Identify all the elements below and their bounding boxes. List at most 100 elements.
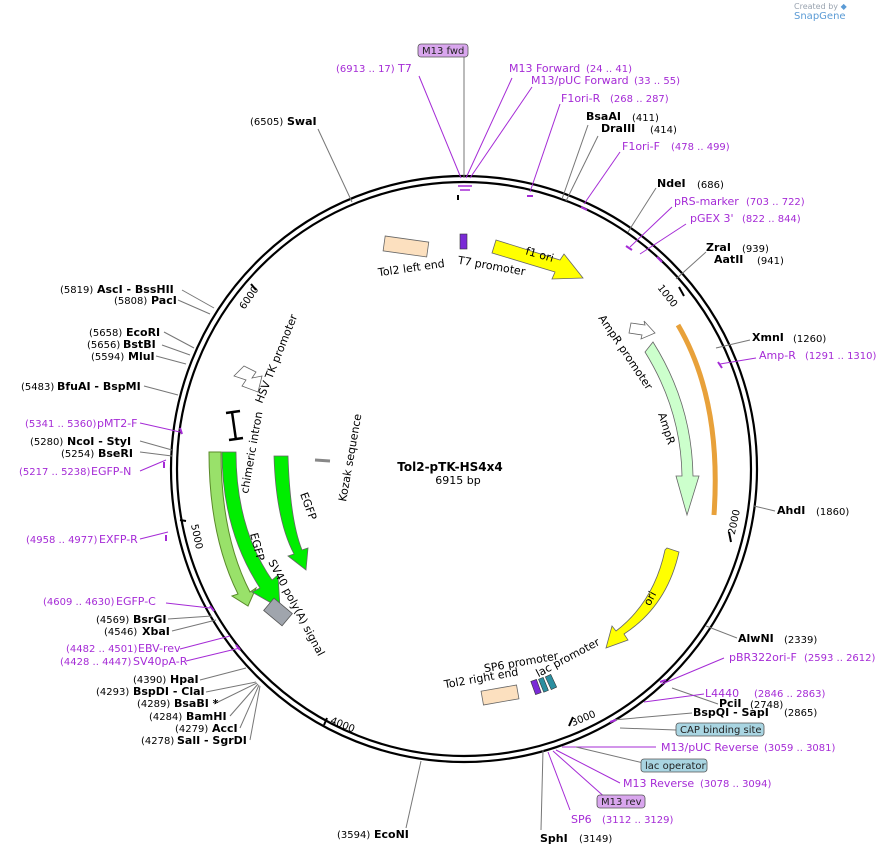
- tick-5000: 5000: [188, 523, 204, 550]
- primer-m13rev-pos: (3078 .. 3094): [700, 779, 772, 790]
- enz-bsaai-name[interactable]: BsaAI: [586, 110, 621, 123]
- enz-ncoi-name[interactable]: NcoI - StyI: [67, 435, 131, 448]
- sv40-polya-block[interactable]: [263, 597, 293, 627]
- tol2-left-end-block[interactable]: [382, 235, 430, 258]
- primer-sp6-name[interactable]: SP6: [571, 813, 592, 826]
- primer-m13rev-name[interactable]: M13 Reverse: [623, 777, 694, 790]
- primer-f1ori-f-name[interactable]: F1ori-F: [622, 140, 660, 153]
- enz-bspdi-pos: (4293): [96, 687, 129, 698]
- ampr-promoter-arrow[interactable]: [628, 320, 656, 340]
- tol2-left-end-label: Tol2 left end: [376, 257, 445, 279]
- primer-l4440-pos: (2846 .. 2863): [754, 689, 826, 700]
- hsv-tk-promoter-arrow[interactable]: [233, 365, 263, 393]
- lac-operator-block[interactable]: [544, 673, 558, 691]
- enz-swai-pos: (6505): [250, 117, 283, 128]
- enz-alwni-name[interactable]: AlwNI: [738, 632, 774, 645]
- cap-binding-block[interactable]: [538, 676, 549, 693]
- cap-binding-site-label: CAP binding site: [680, 725, 762, 736]
- enz-bseri-name[interactable]: BseRI: [98, 447, 133, 460]
- enz-xmni-pos: (1260): [793, 334, 826, 345]
- enz-asci-name[interactable]: AscI - BssHII: [97, 283, 174, 296]
- enz-ecori-name[interactable]: EcoRI: [126, 326, 160, 339]
- primer-ebv-rev-name[interactable]: EBV-rev: [138, 642, 181, 655]
- enz-paci-name[interactable]: PacI: [151, 294, 177, 307]
- enz-sphi-name[interactable]: SphI: [540, 832, 568, 845]
- cap-binding-site-box[interactable]: [675, 722, 765, 737]
- enz-bamhi-name[interactable]: BamHI: [186, 710, 227, 723]
- enzyme-labels: (6505) SwaI BsaAI (411) DraIII (414) Nde…: [21, 110, 849, 845]
- egfp-arrow-inner[interactable]: [273, 455, 309, 571]
- enz-xbai-name[interactable]: XbaI: [142, 625, 170, 638]
- primer-prs-marker-name[interactable]: pRS-marker: [674, 195, 739, 208]
- primer-l4440-name[interactable]: L4440: [705, 687, 739, 700]
- m13-rev-label: M13 rev: [601, 797, 642, 808]
- kozak-sequence-label: Kozak sequence: [336, 413, 364, 503]
- enz-mlui-name[interactable]: MluI: [128, 350, 155, 363]
- t7-promoter-block[interactable]: [459, 233, 468, 250]
- enz-hpai-name[interactable]: HpaI: [170, 673, 199, 686]
- tol2-right-end-block[interactable]: [480, 684, 520, 706]
- primer-m13puc-rev-pos: (3059 .. 3081): [764, 743, 836, 754]
- primer-t7-pos: (6913 .. 17): [336, 64, 395, 75]
- enz-mlui-pos: (5594): [91, 352, 124, 363]
- enz-ncoi-pos: (5280): [30, 437, 63, 448]
- enz-sali-pos: (4278): [141, 736, 174, 747]
- snapgene-credit: Created by ◆ SnapGene: [794, 2, 892, 22]
- enz-swai-name[interactable]: SwaI: [287, 115, 317, 128]
- egfp-label-2: EGFP: [297, 491, 319, 523]
- ampr-arrow[interactable]: [644, 341, 700, 517]
- primer-pmt2-f-name[interactable]: pMT2-F: [97, 417, 138, 430]
- sp6-promoter-block[interactable]: [530, 679, 542, 695]
- enz-zrai-name[interactable]: ZraI: [706, 241, 731, 254]
- primer-m13fwd-name[interactable]: M13 Forward: [509, 62, 580, 75]
- enz-bsrgi-name[interactable]: BsrGI: [133, 613, 166, 626]
- enz-bsrgi-pos: (4569): [96, 615, 129, 626]
- kozak-mark: [314, 458, 331, 463]
- boxed-features: M13 fwd CAP binding site lac operator M1…: [417, 43, 765, 809]
- enz-bfuai-name[interactable]: BfuAI - BspMI: [57, 380, 141, 393]
- enz-bfuai-pos: (5483): [21, 382, 54, 393]
- credit-brand: SnapGene: [794, 11, 846, 22]
- primer-exfp-r-name[interactable]: EXFP-R: [99, 533, 138, 546]
- enz-xbai-pos: (4546): [104, 627, 137, 638]
- enz-aatii-name[interactable]: AatII: [714, 253, 743, 266]
- primer-pmt2-f-pos: (5341 .. 5360): [25, 419, 97, 430]
- enz-ndei-name[interactable]: NdeI: [657, 177, 686, 190]
- primer-pbr322-name[interactable]: pBR322ori-F: [729, 651, 797, 664]
- enz-xmni-name[interactable]: XmnI: [752, 331, 784, 344]
- enz-bstbi-name[interactable]: BstBI: [123, 338, 156, 351]
- m13-rev-box[interactable]: [596, 794, 646, 809]
- enz-bstbi-pos: (5656): [87, 340, 120, 351]
- primer-sv40pa-r-name[interactable]: SV40pA-R: [133, 655, 188, 668]
- enz-acci-name[interactable]: AccI: [212, 722, 238, 735]
- primer-egfp-n-name[interactable]: EGFP-N: [91, 465, 131, 478]
- plasmid-length: 6915 bp: [435, 474, 480, 487]
- egfp-arrow-outer[interactable]: [208, 451, 258, 607]
- ori-arrow[interactable]: [605, 547, 680, 649]
- enz-sali-name[interactable]: SalI - SgrDI: [177, 734, 247, 747]
- primer-ampr-name[interactable]: Amp-R: [759, 349, 796, 362]
- lac-operator-box[interactable]: [640, 758, 708, 773]
- enz-bspdi-name[interactable]: BspDI - ClaI: [133, 685, 205, 698]
- primer-m13puc-rev-name[interactable]: M13/pUC Reverse: [661, 741, 759, 754]
- primer-ampr-pos: (1291 .. 1310): [805, 351, 877, 362]
- f1-ori-arrow[interactable]: [491, 239, 584, 280]
- enz-econi-name[interactable]: EcoNI: [374, 828, 409, 841]
- primer-m13puc-fwd-name[interactable]: M13/pUC Forward: [531, 74, 629, 87]
- enz-ahdi-name[interactable]: AhdI: [777, 504, 805, 517]
- m13-fwd-box[interactable]: [417, 43, 469, 58]
- primer-pbr322-pos: (2593 .. 2612): [804, 653, 876, 664]
- chimeric-intron-label: chimeric intron: [238, 410, 265, 494]
- enz-bspqi-name[interactable]: BspQI - SapI: [693, 706, 769, 719]
- enz-bamhi-pos: (4284): [149, 712, 182, 723]
- chimeric-intron-mark: [225, 409, 244, 442]
- enz-draiii-name[interactable]: DraIII: [601, 122, 635, 135]
- enz-bsabi-name[interactable]: BsaBI *: [174, 697, 219, 710]
- primer-f1ori-r-name[interactable]: F1ori-R: [561, 92, 601, 105]
- primer-pgex3-name[interactable]: pGEX 3': [690, 212, 734, 225]
- enz-pcii-name[interactable]: PciI: [719, 697, 741, 710]
- primer-egfp-c-name[interactable]: EGFP-C: [116, 595, 156, 608]
- primer-t7-name[interactable]: T7: [397, 62, 412, 75]
- enz-sphi-pos: (3149): [579, 834, 612, 845]
- hsv-tk-promoter-label: HSV TK promoter: [253, 312, 301, 405]
